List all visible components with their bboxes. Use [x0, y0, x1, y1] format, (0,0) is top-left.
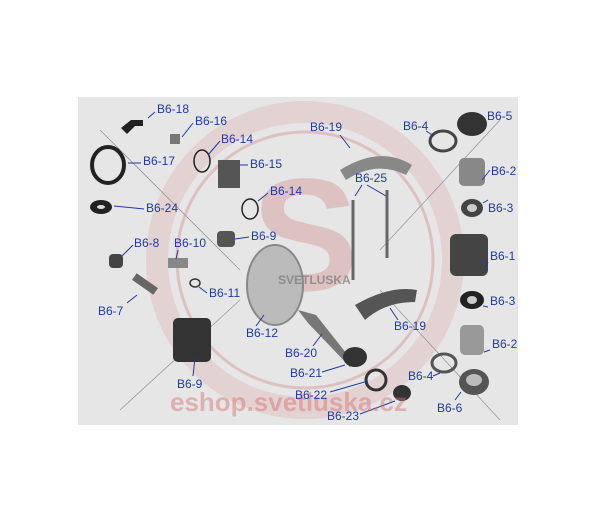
part-label-b6-3: B6-3: [488, 201, 514, 215]
part-label-b6-14: B6-14: [270, 184, 303, 198]
part-label-b6-11: B6-11: [209, 286, 241, 300]
part-label-b6-8: B6-8: [134, 236, 160, 250]
part-label-b6-5: B6-5: [487, 109, 513, 123]
part-label-b6-14: B6-14: [221, 132, 254, 146]
part-label-b6-7: B6-7: [98, 304, 124, 318]
part-label-b6-4: B6-4: [408, 369, 434, 383]
part-label-b6-22: B6-22: [295, 388, 328, 402]
part-label-b6-16: B6-16: [195, 114, 228, 128]
part-label-b6-24: B6-24: [146, 201, 179, 215]
part-label-b6-6: B6-6: [437, 401, 463, 415]
part-label-b6-12: B6-12: [246, 326, 279, 340]
watermark-logo: S: [146, 101, 464, 419]
part-label-b6-10: B6-10: [174, 236, 207, 250]
part-label-b6-2: B6-2: [492, 337, 518, 351]
part-label-b6-21: B6-21: [290, 366, 323, 380]
parts: [90, 112, 489, 401]
parts-diagram-photo: S: [78, 97, 518, 425]
watermark-brand: SVETLUSKA: [278, 273, 351, 287]
part-label-b6-19: B6-19: [310, 120, 343, 134]
part-label-b6-4: B6-4: [403, 119, 429, 133]
part-label-b6-15: B6-15: [250, 157, 283, 171]
parts-illustration: S: [90, 101, 501, 421]
part-label-b6-2: B6-2: [491, 164, 517, 178]
part-label-b6-25: B6-25: [355, 171, 388, 185]
part-label-b6-3: B6-3: [490, 294, 516, 308]
leader-lines: [113, 111, 491, 415]
part-label-b6-9: B6-9: [177, 377, 203, 391]
part-label-b6-9: B6-9: [251, 229, 277, 243]
part-label-b6-1: B6-1: [490, 249, 516, 263]
part-label-b6-18: B6-18: [157, 102, 190, 116]
part-label-b6-23: B6-23: [327, 409, 360, 423]
watermark-url: eshop.svetluska.cz: [170, 387, 407, 417]
part-label-b6-17: B6-17: [143, 154, 176, 168]
part-label-b6-20: B6-20: [285, 346, 318, 360]
part-label-b6-19: B6-19: [394, 319, 427, 333]
